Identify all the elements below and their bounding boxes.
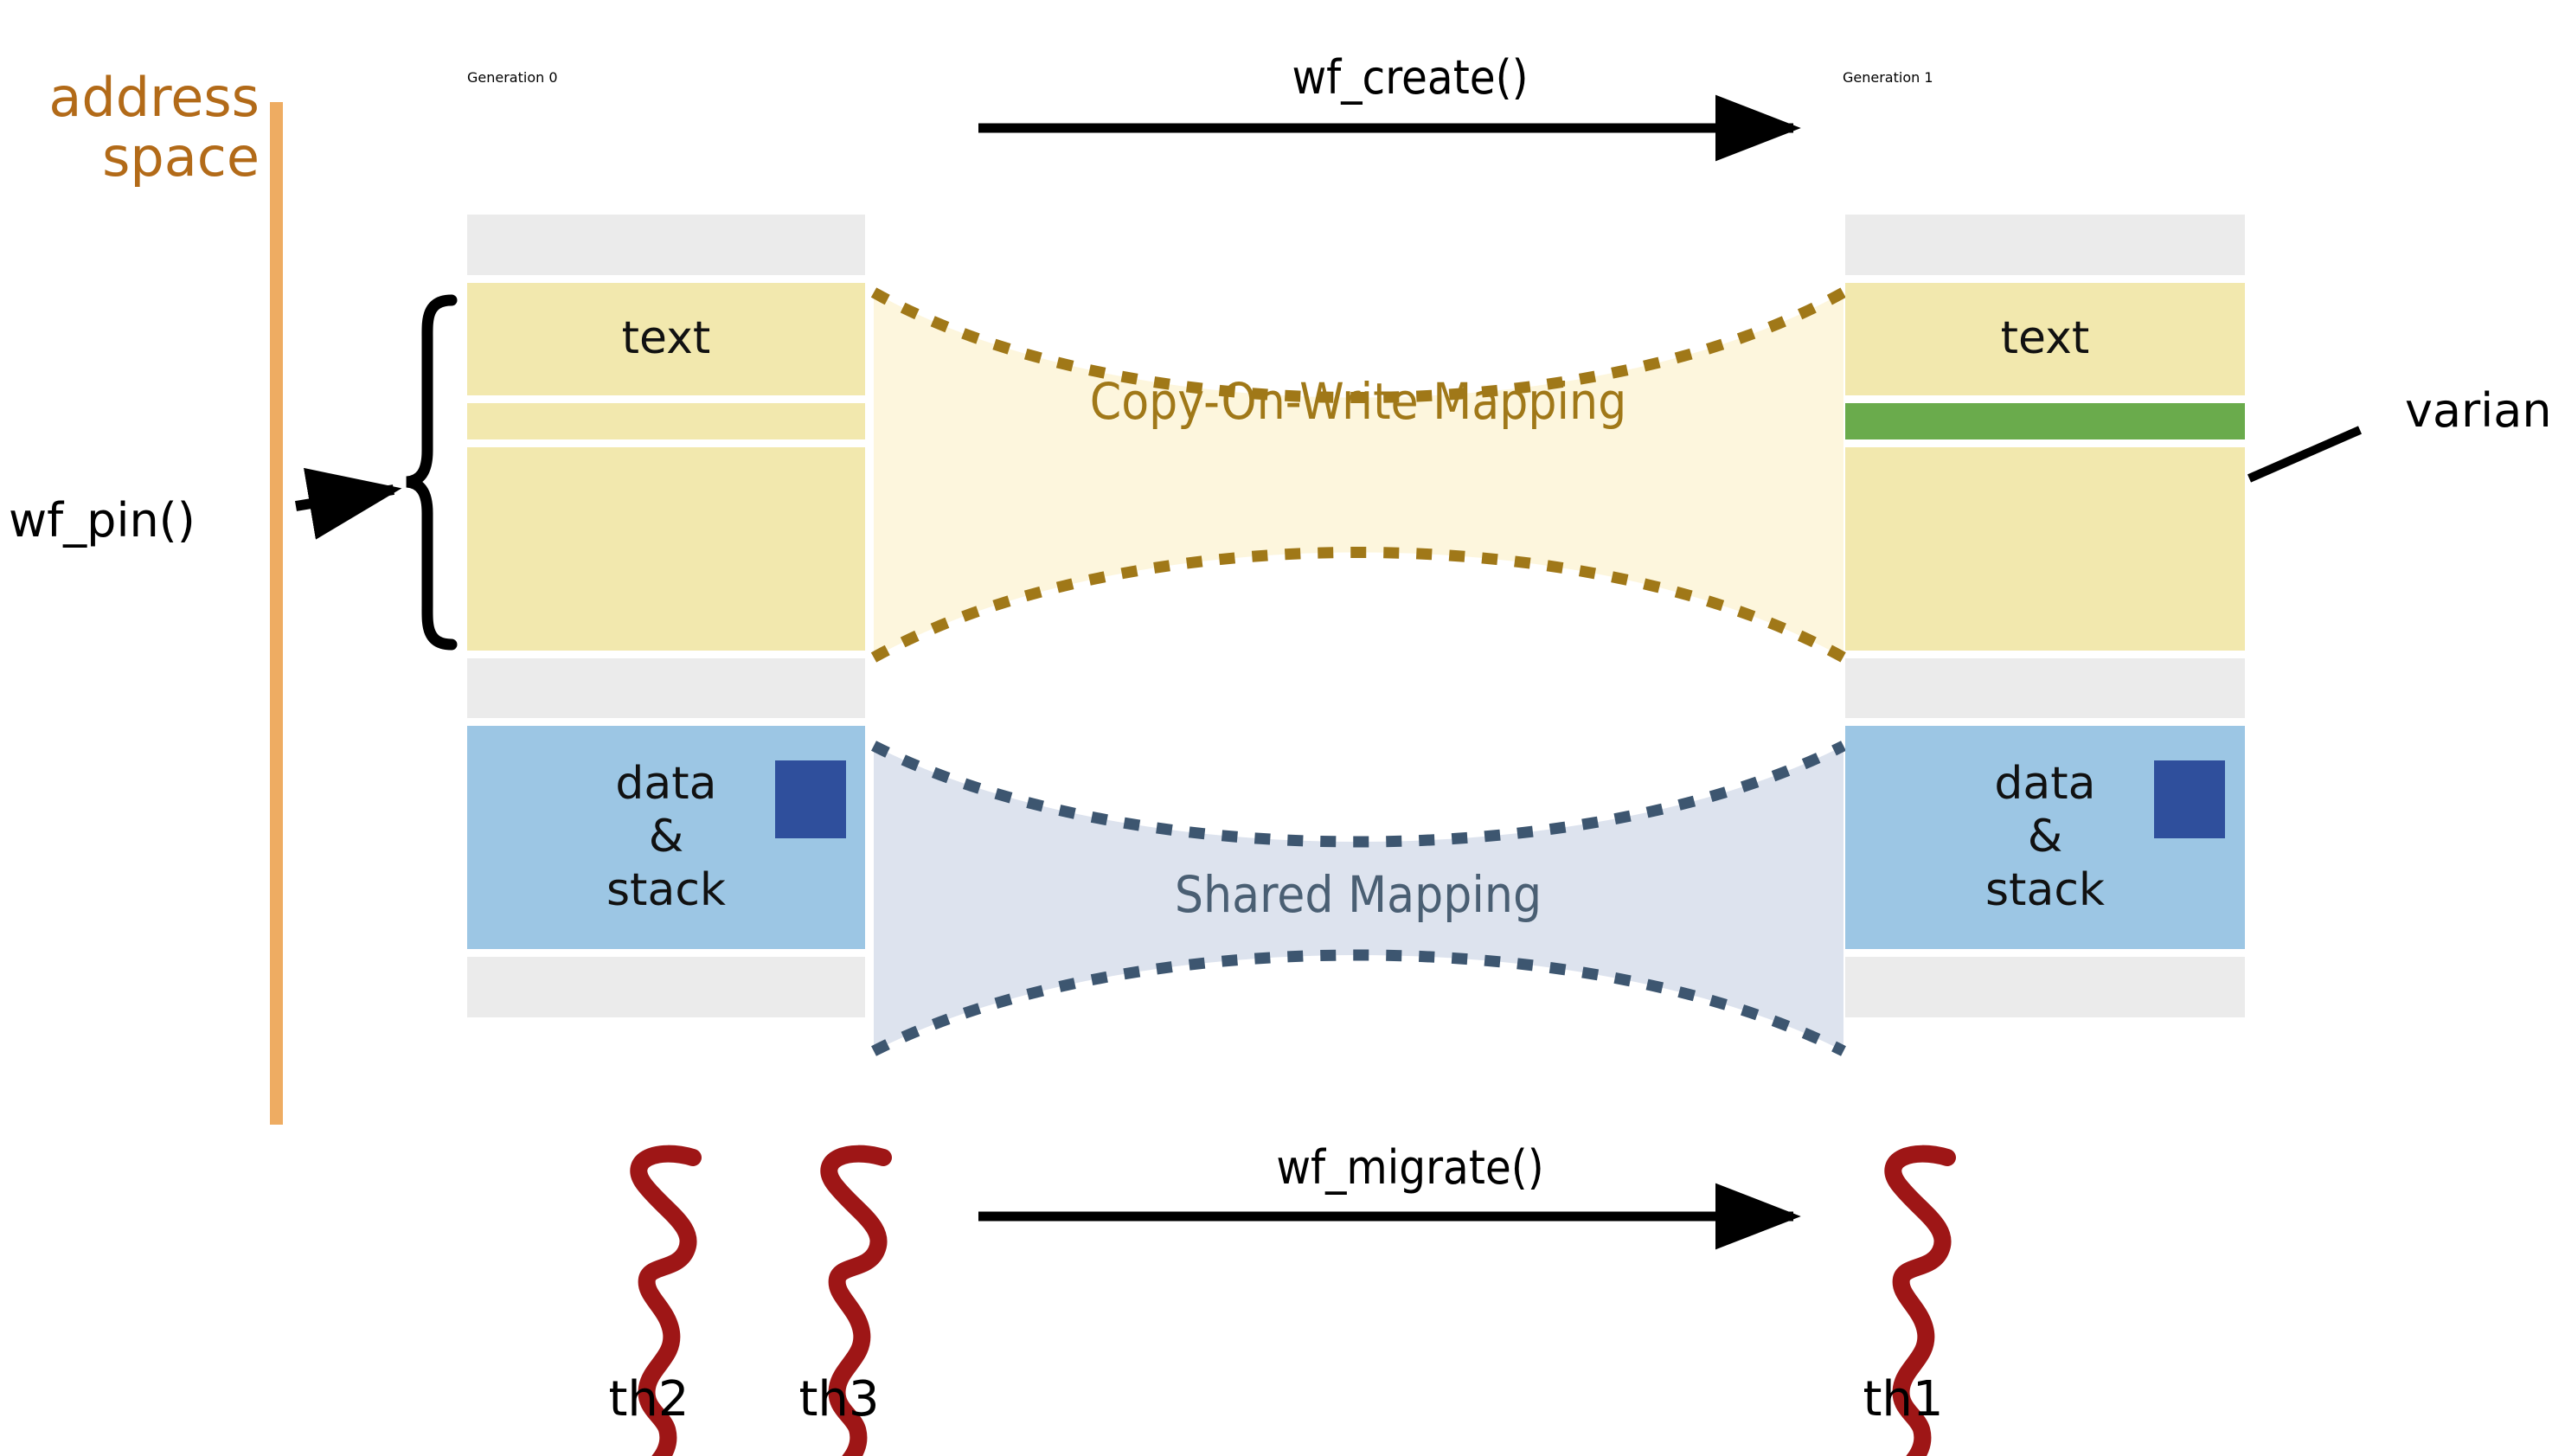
cow-mapping-top-border [870,287,1847,403]
gen0-dark-square [775,760,846,838]
variant-leader-line-icon [2247,426,2363,483]
gen1-dark-square [2154,760,2225,838]
gen1-block-text [1845,283,2245,395]
wf-migrate-label: wf_migrate() [1276,1140,1544,1195]
address-space-label: address space [48,66,260,189]
gen0-block-rodata [467,447,865,651]
shared-mapping-bottom-border-2 [871,949,1846,1056]
gen1-block-top-grey [1845,215,2245,275]
shared-mapping-top-border [871,741,1846,848]
gen1-block-rodata [1845,447,2245,651]
thread1-label: th1 [1863,1371,1944,1427]
cow-mapping-bottom-border [870,547,1847,663]
shared-mapping-shape [874,746,1843,1051]
gen0-block-top-grey [467,215,865,275]
gen0-block-variant-slot [467,403,865,439]
cow-mapping-label: Copy-On-Write Mapping [1089,372,1627,431]
generation-0-title: Generation 0 [467,69,558,86]
thread2-squiggle-icon [630,1145,702,1456]
thread1-squiggle-icon [1884,1145,1956,1456]
cow-mapping-shape [874,292,1843,657]
thread3-label: th3 [798,1371,880,1427]
pin-curly-brace-icon [406,294,458,651]
address-space-axis-bar [270,102,283,1125]
thread2-label: th2 [608,1371,689,1427]
thread3-squiggle-icon [820,1145,892,1456]
gen0-block-text [467,283,865,395]
generation-1-title: Generation 1 [1843,69,1933,86]
shared-mapping-label: Shared Mapping [1174,865,1542,924]
gen1-block-mid-grey [1845,658,2245,718]
wf-pin-arrow-icon [295,467,402,540]
wf-pin-label: wf_pin() [9,493,196,548]
gen1-block-variant [1845,403,2245,439]
gen1-block-bottom-grey [1845,957,2245,1017]
gen0-block-bottom-grey [467,957,865,1017]
gen0-block-mid-grey [467,658,865,718]
wf-create-label: wf_create() [1292,50,1529,105]
